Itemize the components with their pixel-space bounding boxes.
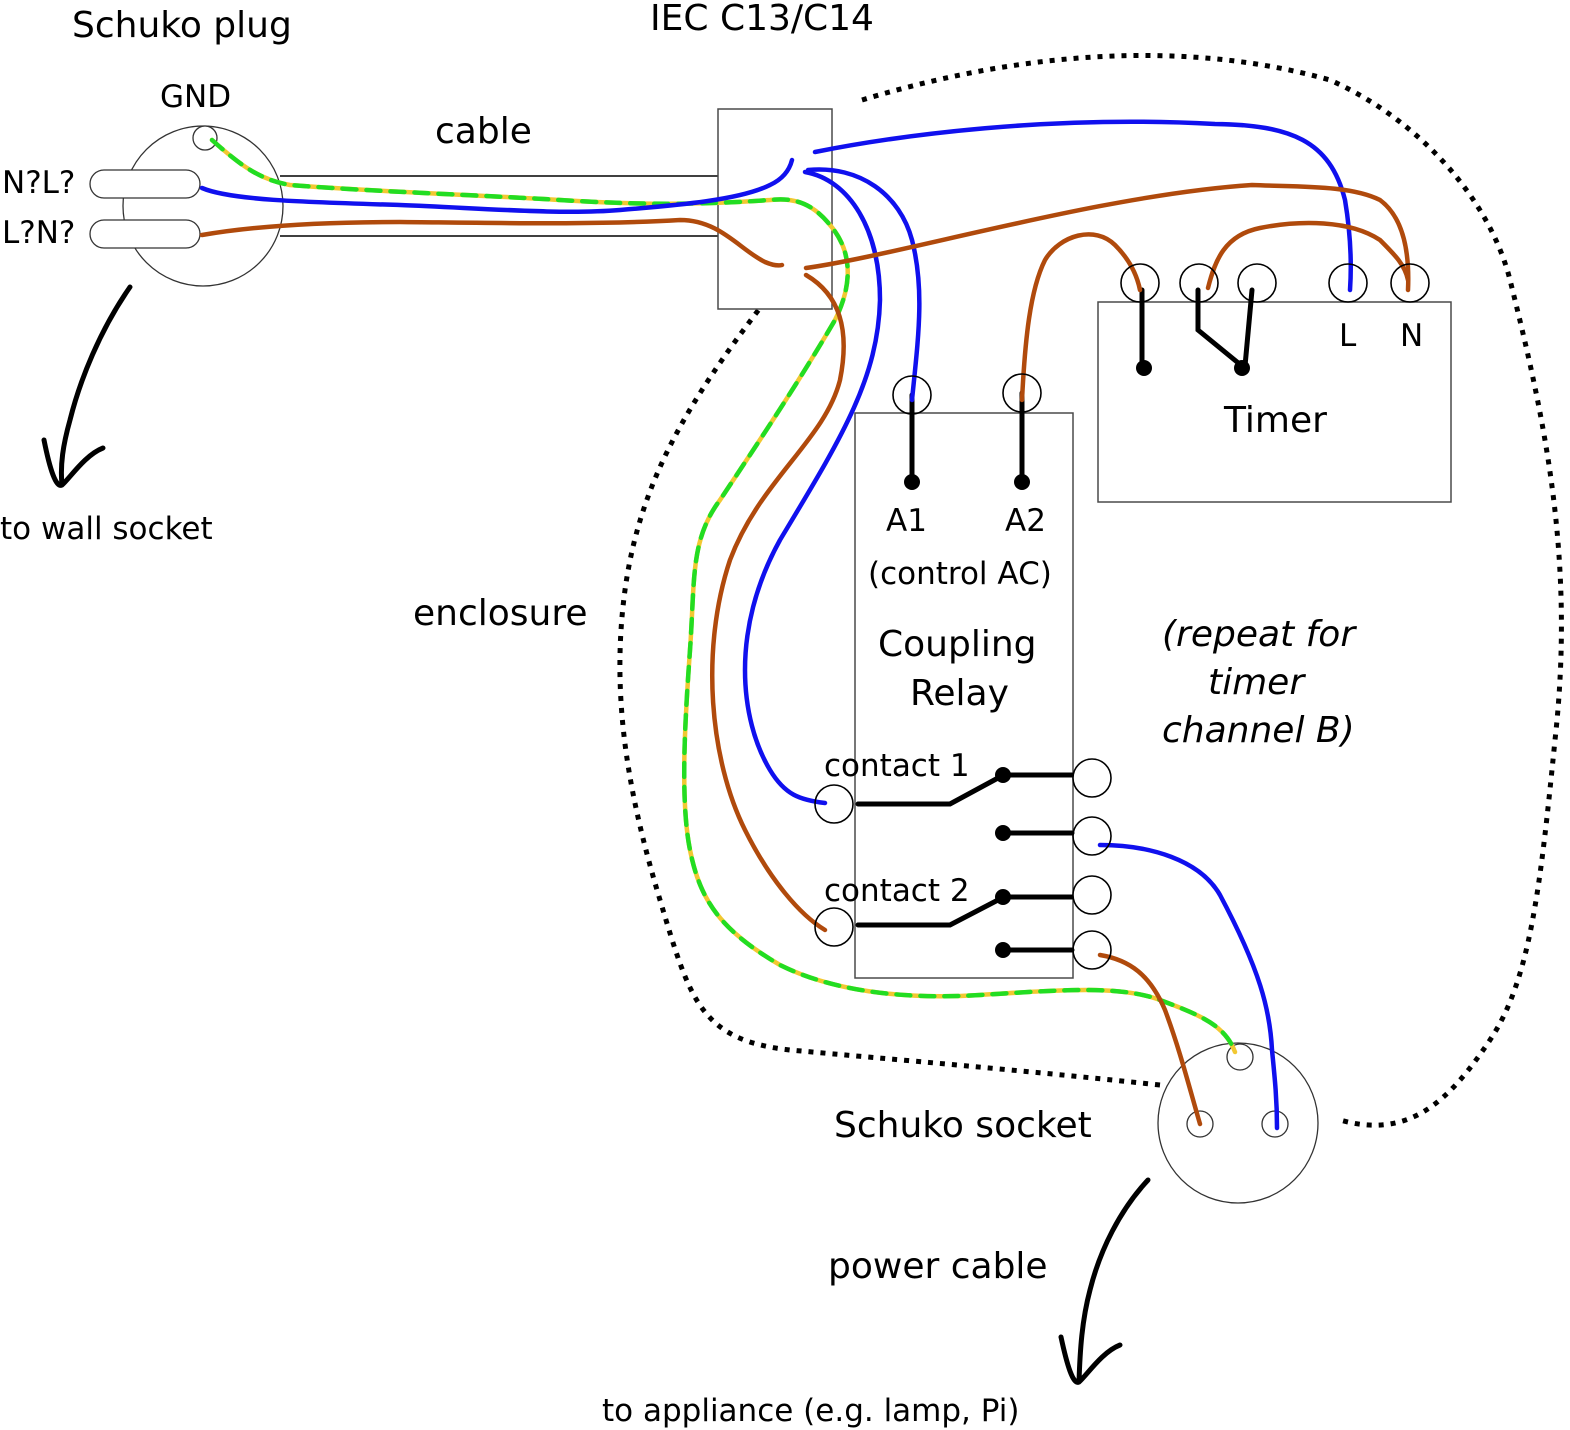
- timer-box: [1097, 301, 1452, 503]
- neutral-wire-contact1-to-socket: [1097, 842, 1280, 1131]
- live-wire-a2-to-timer: [1019, 232, 1143, 403]
- to-wall-socket-label: to wall socket: [0, 511, 213, 547]
- neutral-wire-iec-to-a1: [805, 167, 922, 403]
- neutral-wire-iec-to-timer: [812, 119, 1353, 293]
- live-wire-plug-to-iec: [199, 217, 785, 268]
- relay-title-line-1: Coupling: [878, 624, 1037, 665]
- timer-switch-node-2: [1234, 360, 1250, 376]
- live-wire-contact2-to-socket: [1097, 952, 1203, 1127]
- power-cable-label: power cable: [828, 1246, 1048, 1287]
- relay-contact-1-nc-node: [995, 825, 1011, 841]
- timer-terminal-1: [1120, 263, 1160, 303]
- schuko-plug-label: Schuko plug: [72, 5, 292, 46]
- relay-contact-2-common-terminal: [814, 907, 854, 947]
- relay-contact-1-switch: [855, 775, 1001, 807]
- enclosure-label: enclosure: [413, 593, 588, 634]
- neutral-wire-iec-to-contact1: [742, 169, 883, 806]
- schuko-plug-pin-bottom: [89, 219, 201, 249]
- relay-a2-label: A2: [1005, 503, 1046, 539]
- timer-title: Timer: [1223, 400, 1327, 441]
- relay-a1-node: [904, 474, 920, 490]
- relay-a2-terminal: [1002, 373, 1042, 413]
- relay-contact-1-no-node: [995, 767, 1011, 783]
- timer-l-label: L: [1339, 318, 1357, 354]
- to-appliance-arrow-icon: [1058, 1177, 1151, 1385]
- timer-terminal-n: [1390, 263, 1430, 303]
- pin-ln-label: L?N?: [2, 215, 75, 251]
- coupling-relay-box: [854, 412, 1074, 979]
- relay-contact-2-no-node: [995, 889, 1011, 905]
- relay-a1-label: A1: [886, 503, 927, 539]
- relay-contact-2-no-terminal: [1072, 875, 1112, 915]
- contact-2-label: contact 2: [824, 873, 970, 909]
- to-wall-socket-arrow-icon: [41, 284, 133, 488]
- earth-wire: [209, 137, 1238, 1055]
- timer-switch-lever: [1195, 287, 1245, 369]
- repeat-note-line-2: timer: [1208, 662, 1306, 703]
- live-wire-iec-to-timer-n: [803, 182, 1411, 293]
- timer-terminal-3: [1237, 263, 1277, 303]
- relay-contact-2-switch: [855, 897, 1001, 928]
- enclosure-outline: [617, 53, 1564, 1128]
- relay-control-ac-label: (control AC): [868, 556, 1052, 592]
- schuko-socket-body: [1157, 1042, 1319, 1204]
- timer-switch-lead-3: [1242, 287, 1255, 369]
- contact-1-label: contact 1: [824, 748, 970, 784]
- relay-contact-2-nc-node: [995, 942, 1011, 958]
- schuko-plug-gnd-terminal: [192, 125, 218, 151]
- relay-contact-1-no-terminal: [1072, 758, 1112, 798]
- timer-terminal-l: [1328, 263, 1368, 303]
- relay-title-line-2: Relay: [910, 673, 1009, 714]
- live-wire-timer-to-n: [1205, 220, 1411, 291]
- relay-a2-node: [1014, 474, 1030, 490]
- timer-terminal-2: [1179, 263, 1219, 303]
- to-appliance-label: to appliance (e.g. lamp, Pi): [602, 1393, 1020, 1429]
- pin-nl-label: N?L?: [2, 165, 75, 201]
- repeat-note-line-1: (repeat for: [1162, 614, 1357, 655]
- gnd-label: GND: [160, 79, 231, 115]
- relay-a1-terminal: [892, 375, 932, 415]
- relay-contact-1-nc-terminal: [1072, 816, 1112, 856]
- relay-contact-1-common-terminal: [814, 784, 854, 824]
- timer-switch-node-1: [1136, 360, 1152, 376]
- repeat-note-line-3: channel B): [1162, 710, 1355, 751]
- timer-n-label: N: [1400, 318, 1423, 354]
- cable-label: cable: [435, 111, 532, 152]
- live-wire-iec-to-contact2: [709, 272, 846, 933]
- neutral-wire-plug-to-iec: [199, 157, 795, 214]
- iec-label: IEC C13/C14: [650, 0, 874, 39]
- schuko-plug-pin-top: [89, 169, 201, 199]
- schuko-socket-label: Schuko socket: [834, 1105, 1092, 1146]
- relay-contact-2-nc-terminal: [1072, 930, 1112, 970]
